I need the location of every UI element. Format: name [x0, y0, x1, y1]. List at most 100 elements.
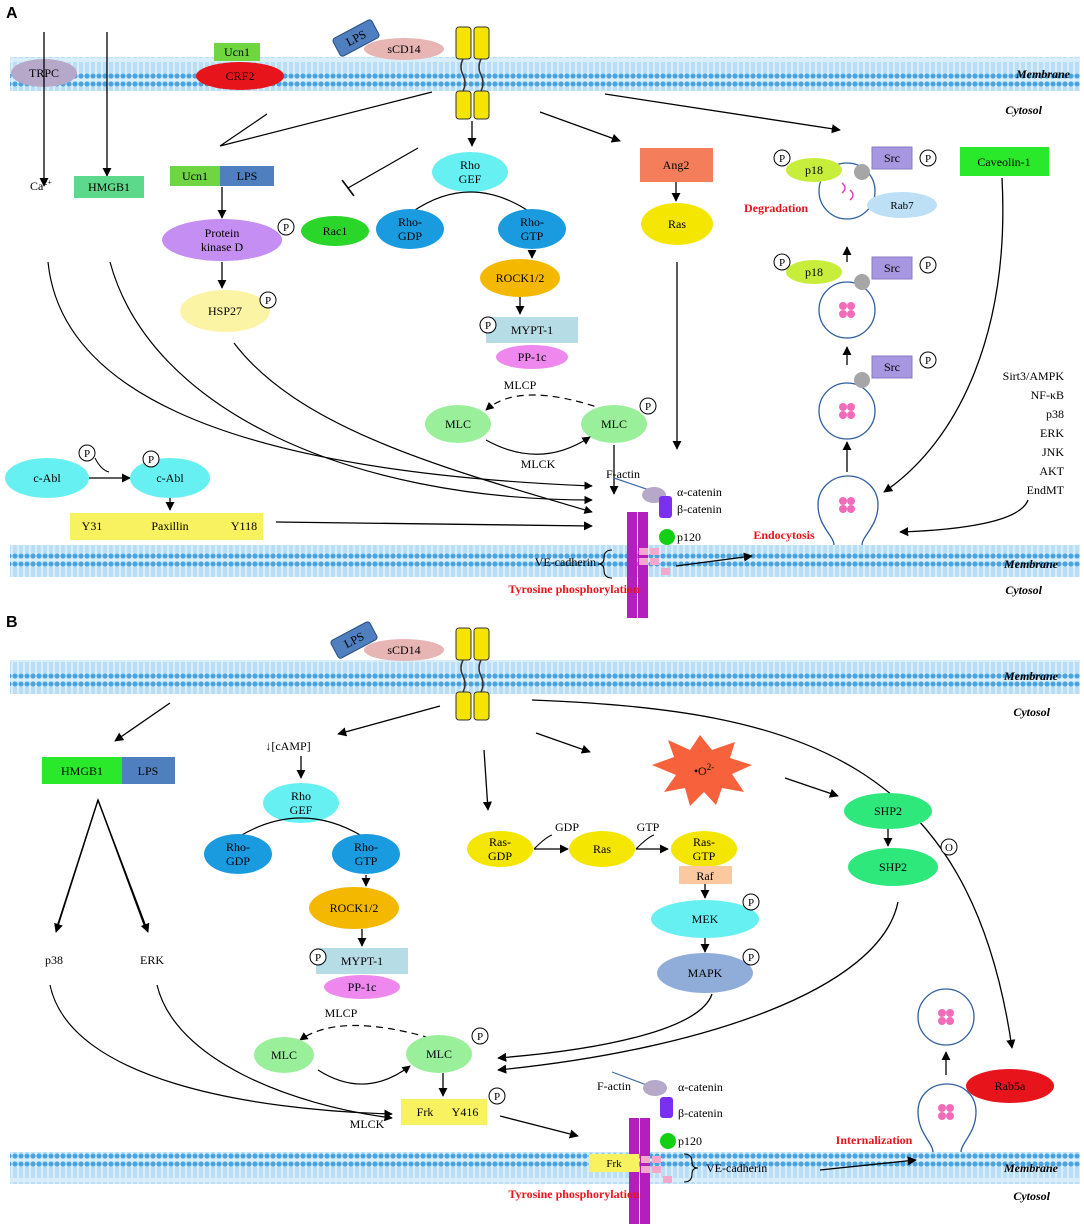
shp2-b2 [848, 848, 938, 886]
svg-text:Rho-: Rho- [354, 840, 378, 854]
junction-complex-a [597, 477, 675, 618]
panel-b: B Membrane Cytosol Membrane Cytosol LPS … [6, 614, 1080, 1224]
cytosol-label-b-bottom: Cytosol [1013, 1189, 1050, 1203]
frk-box-b [401, 1099, 487, 1125]
svg-text:P: P [148, 454, 154, 466]
mlc-p-a [581, 405, 647, 443]
membrane-label-a-top: Membrane [1015, 67, 1071, 81]
tyrosine-phos-label-b: Tyrosine phosphorylation [508, 1187, 640, 1201]
svg-text:GEF: GEF [459, 172, 482, 186]
p38-label-b: p38 [45, 953, 63, 967]
svg-text:P: P [645, 401, 651, 413]
phospho-mek [742, 893, 760, 911]
svg-text:MYPT-1: MYPT-1 [511, 323, 553, 337]
svg-text:c-Abl: c-Abl [33, 471, 61, 485]
c-abl-1 [5, 458, 89, 498]
scd14-label-b: sCD14 [387, 643, 420, 657]
svg-text:p18: p18 [805, 265, 823, 279]
scd14-a [364, 38, 444, 60]
p120-label-b: p120 [678, 1134, 702, 1148]
svg-text:SHP2: SHP2 [879, 860, 907, 874]
lps-box-b [220, 166, 274, 186]
mypt1-b [316, 948, 408, 974]
svg-text:GDP: GDP [398, 229, 422, 243]
svg-text:P: P [748, 952, 754, 964]
erk-label-b: ERK [140, 953, 164, 967]
hmgb1-label-a: HMGB1 [88, 180, 130, 194]
ucn1-box-b [170, 166, 220, 186]
svg-text:P: P [265, 295, 271, 307]
mapk-b [657, 953, 753, 993]
svg-text:P: P [748, 897, 754, 909]
lps-label-b: LPS [237, 169, 258, 183]
scd14-label-a: sCD14 [387, 42, 420, 56]
mek-b [651, 900, 759, 938]
caveolin1-box [960, 147, 1049, 176]
svg-text:Rho-: Rho- [520, 215, 544, 229]
ras-gtp-b [671, 831, 737, 867]
beta-catenin-label-b: β-catenin [678, 1106, 723, 1120]
svg-text:P: P [779, 153, 785, 165]
svg-text:P: P [315, 952, 321, 964]
cytosol-label-b-top: Cytosol [1013, 705, 1050, 719]
svg-text:Paxillin: Paxillin [151, 519, 188, 533]
svg-text:GTP: GTP [355, 854, 378, 868]
svg-text:Y118: Y118 [231, 519, 257, 533]
hmgb1-box-b [42, 757, 122, 784]
ucn1-label: Ucn1 [224, 45, 250, 59]
svg-text:Src: Src [884, 261, 900, 275]
phospho-mlc-b [471, 1027, 489, 1045]
panel-a: A Membrane Cytosol Membrane Cytosol TRPC… [5, 5, 1080, 618]
svg-text:Rho: Rho [460, 158, 480, 172]
shp2-b1 [844, 793, 932, 829]
camp-label: ↓[cAMP] [265, 739, 310, 753]
svg-text:Ang2: Ang2 [663, 158, 690, 172]
svg-text:MLC: MLC [601, 417, 627, 431]
membrane-top-a [10, 57, 1080, 91]
vesicle-internalization [917, 1083, 977, 1153]
svg-text:MLC: MLC [445, 417, 471, 431]
svg-text:MAPK: MAPK [688, 966, 723, 980]
crf2-label: CRF2 [226, 69, 255, 83]
protein-kinase-d [162, 219, 282, 261]
hsp27 [180, 290, 270, 332]
junction-complex-b [589, 1071, 699, 1224]
scd14-b [364, 639, 444, 661]
f-actin-label-b: F-actin [597, 1079, 631, 1093]
svg-text:Caveolin-1: Caveolin-1 [977, 155, 1030, 169]
svg-text:Ras-: Ras- [489, 835, 511, 849]
phospho-frk [488, 1087, 506, 1105]
svg-text:P: P [925, 355, 931, 367]
paxillin-box [70, 513, 263, 540]
degradation-label: Degradation [744, 201, 808, 215]
alpha-catenin-label-a: α-catenin [677, 485, 722, 499]
pkd-label-2: kinase D [201, 240, 244, 254]
svg-text:Src: Src [884, 360, 900, 374]
internalization-label: Internalization [836, 1133, 913, 1147]
svg-text:P: P [485, 320, 491, 332]
svg-text:Rho-: Rho- [398, 215, 422, 229]
p18-a1 [786, 158, 842, 182]
svg-text:P: P [494, 1091, 500, 1103]
crf2-receptor [196, 62, 284, 90]
svg-text:Ras: Ras [668, 217, 686, 231]
svg-text:GDP: GDP [488, 849, 512, 863]
svg-text:P: P [283, 222, 289, 234]
mlck-label-a: MLCK [521, 457, 556, 471]
svg-text:Rho: Rho [291, 789, 311, 803]
mlcp-label-b: MLCP [325, 1006, 358, 1020]
phospho-hsp27 [259, 291, 277, 309]
ras-a [641, 203, 713, 245]
svg-text:Rab5a: Rab5a [995, 1079, 1026, 1093]
gtp-label: GTP [637, 820, 660, 834]
rac1 [301, 216, 369, 246]
signal-2: NF-κB [1031, 388, 1064, 402]
ve-cadherin-label-b: VE-cadherin [706, 1161, 767, 1175]
svg-text:Rab7: Rab7 [890, 200, 914, 212]
svg-text:Y31: Y31 [82, 519, 103, 533]
svg-text:Ras: Ras [593, 842, 611, 856]
superoxide-burst [652, 735, 752, 806]
svg-text:c-Abl: c-Abl [156, 471, 184, 485]
svg-text:P: P [477, 1031, 483, 1043]
